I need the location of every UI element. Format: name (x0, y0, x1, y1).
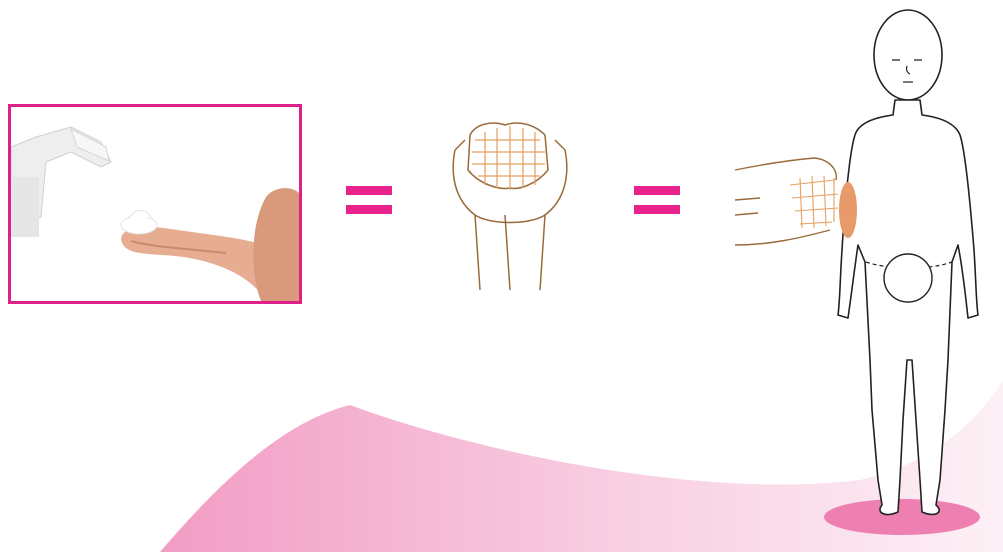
equals-icon (634, 186, 680, 216)
equals-icon (346, 186, 392, 216)
fingertip-cream-photo (8, 104, 302, 304)
pump-bottle-icon (11, 107, 299, 301)
